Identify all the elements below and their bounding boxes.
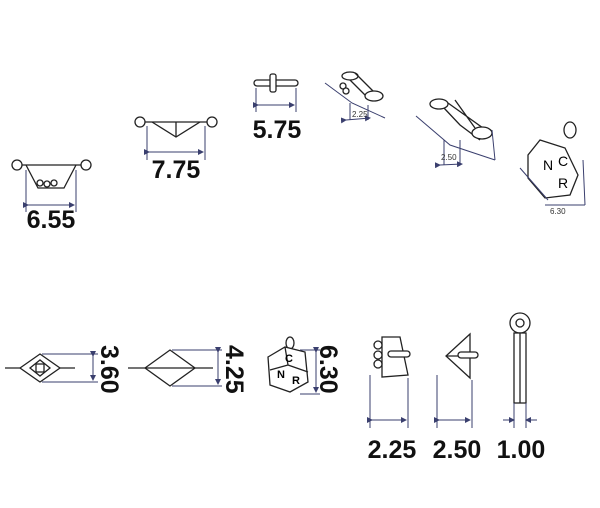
dimension-label: 4.25 (220, 345, 248, 394)
part-diamond-framed: 3.60 (5, 345, 123, 394)
iso-ncr-charm: N C R 6.30 (519, 121, 586, 216)
part-loop-pin-side: 1.00 (497, 312, 546, 464)
iso-dimension-label: 2.50 (441, 153, 457, 162)
part-ncr-cube-charm: N C R 6.30 (267, 336, 342, 395)
charm-letter-n: N (543, 157, 553, 173)
dimension-label: 5.75 (253, 116, 302, 144)
charm-letter-c: C (558, 153, 568, 169)
part-clasp-three-beads: 6.55 (11, 159, 92, 234)
cube-letter-n: N (277, 369, 285, 381)
cube-letter-c: C (285, 353, 293, 365)
dimension-label: 3.60 (95, 345, 123, 394)
part-diamond-plain: 4.25 (128, 345, 248, 394)
dimension-label: 6.55 (27, 206, 76, 234)
iso-triangle: 2.50 (415, 98, 496, 169)
iso-dimension-label: 6.30 (550, 207, 566, 216)
dimension-label: 2.50 (433, 436, 482, 464)
iso-bead-bar: 2.25 (324, 71, 386, 124)
dimension-label: 7.75 (152, 156, 201, 184)
dimension-label: 1.00 (497, 436, 546, 464)
dimension-label: 6.30 (314, 345, 342, 394)
charm-letter-r: R (558, 175, 568, 191)
part-triangle-connector: 7.75 (134, 116, 218, 184)
dimension-label: 2.25 (368, 436, 417, 464)
part-bar-pin: 5.75 (253, 73, 302, 144)
part-bead-bar-side: 2.25 (367, 336, 417, 464)
part-triangle-side: 2.50 (433, 332, 482, 464)
iso-dimension-label: 2.25 (352, 110, 368, 119)
cube-letter-r: R (292, 375, 300, 387)
